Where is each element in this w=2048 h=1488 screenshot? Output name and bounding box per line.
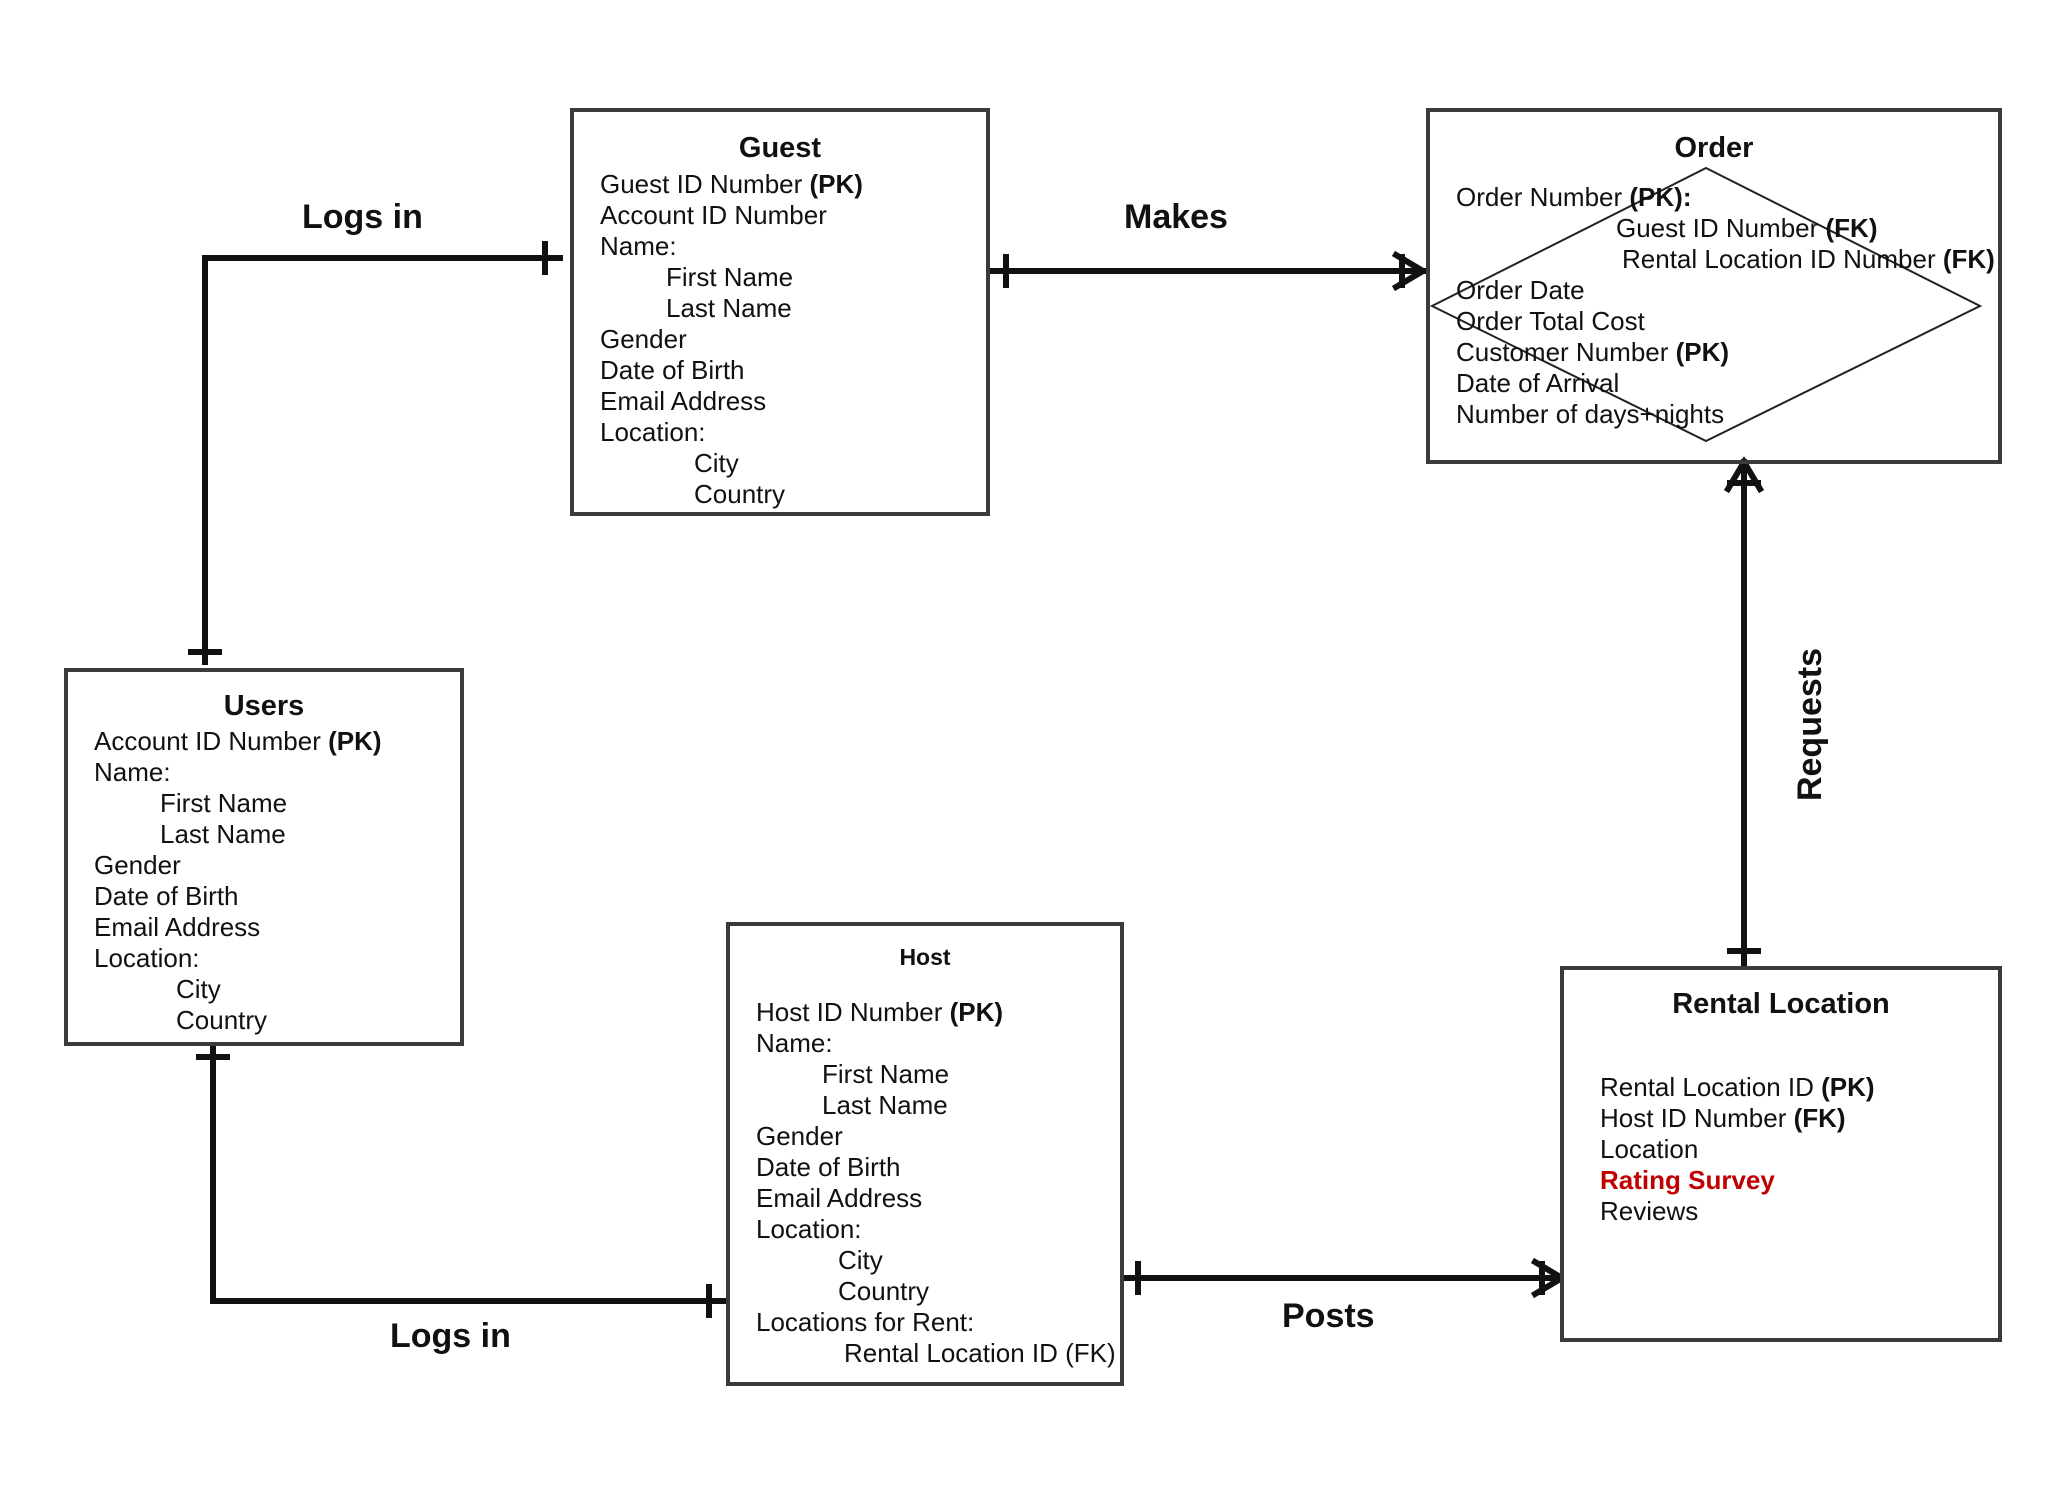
rental-attr-host-id: Host ID Number (FK) [1600, 1103, 1846, 1133]
guest-attr-location: Location: [600, 417, 706, 447]
host-attr-city: City [838, 1245, 883, 1275]
order-attr-order-number: Order Number (PK): [1456, 182, 1692, 212]
host-attr-host-id: Host ID Number (PK) [756, 997, 1004, 1027]
users-attr-dob: Date of Birth [94, 881, 239, 911]
order-attr-rental-location-id: Rental Location ID Number (FK) [1622, 244, 1995, 274]
guest-attr-guest-id: Guest ID Number (PK) [600, 169, 863, 199]
rental-attr-reviews: Reviews [1600, 1196, 1699, 1226]
guest-attr-city: City [694, 448, 739, 478]
order-attr-order-date: Order Date [1456, 275, 1585, 305]
order-attr-arrival-date: Date of Arrival [1456, 368, 1620, 398]
users-attr-first-name: First Name [160, 788, 288, 818]
host-attr-first-name: First Name [822, 1059, 950, 1089]
users-attr-email: Email Address [94, 912, 261, 942]
guest-attr-country: Country [694, 479, 786, 509]
rental-location-title: Rental Location [1672, 988, 1890, 1020]
host-attr-gender: Gender [756, 1121, 843, 1151]
users-attr-city: City [176, 974, 221, 1004]
users-attr-last-name: Last Name [160, 819, 286, 849]
guest-attr-email: Email Address [600, 386, 767, 416]
rental-attr-rental-location-id: Rental Location ID (PK) [1600, 1072, 1875, 1102]
users-attr-gender: Gender [94, 850, 181, 880]
guest-attr-first-name: First Name [666, 262, 794, 292]
guest-attr-last-name: Last Name [666, 293, 792, 323]
host-attr-last-name: Last Name [822, 1090, 948, 1120]
users-attr-location: Location: [94, 943, 200, 973]
host-attr-location: Location: [756, 1214, 862, 1244]
guest-attr-account-id: Account ID Number [600, 200, 827, 230]
relationship-label-guest-order: Makes [1124, 198, 1228, 236]
relationship-label-users-host: Logs in [390, 1317, 511, 1355]
order-attr-total-cost: Order Total Cost [1456, 306, 1645, 336]
order-title: Order [1674, 132, 1754, 164]
guest-title: Guest [738, 132, 822, 164]
rental-location-entity[interactable]: Rental Location Rental Location ID (PK) … [1560, 966, 2002, 1342]
relationship-label-order-rental: Requests [1791, 647, 1830, 802]
order-attr-days-nights: Number of days+nights [1456, 399, 1725, 429]
order-attr-guest-id: Guest ID Number (FK) [1616, 213, 1878, 243]
host-attr-country: Country [838, 1276, 930, 1306]
guest-entity[interactable]: Guest Guest ID Number (PK) Account ID Nu… [570, 108, 990, 516]
users-guest-connector [202, 255, 563, 665]
relationship-label-users-guest: Logs in [302, 198, 423, 236]
users-host-connector [210, 1038, 728, 1304]
host-attr-name: Name: [756, 1028, 833, 1058]
host-attr-email: Email Address [756, 1183, 923, 1213]
host-attr-rental-location-id: Rental Location ID (FK) [844, 1338, 1116, 1368]
users-title: Users [223, 690, 305, 722]
guest-order-crowfoot [1391, 250, 1429, 292]
order-attr-customer-number: Customer Number (PK) [1456, 337, 1730, 367]
users-attr-account-id: Account ID Number (PK) [94, 726, 382, 756]
rental-attr-location: Location [1600, 1134, 1699, 1164]
rental-attr-rating-survey: Rating Survey [1600, 1165, 1775, 1195]
order-diamond-shape [1429, 166, 1983, 443]
host-title: Host [899, 944, 951, 970]
users-attr-name: Name: [94, 757, 171, 787]
guest-attr-gender: Gender [600, 324, 687, 354]
users-attr-country: Country [176, 1005, 268, 1035]
host-attr-dob: Date of Birth [756, 1152, 901, 1182]
host-entity[interactable]: Host Host ID Number (PK) Name: First Nam… [726, 922, 1124, 1386]
guest-attr-name: Name: [600, 231, 677, 261]
order-entity[interactable]: Order Order Number (PK): Guest ID Number… [1426, 108, 2002, 464]
users-entity[interactable]: Users Account ID Number (PK) Name: First… [64, 668, 464, 1046]
guest-attr-dob: Date of Birth [600, 355, 745, 385]
host-attr-locations-for-rent: Locations for Rent: [756, 1307, 975, 1337]
relationship-label-host-rental: Posts [1282, 1297, 1375, 1335]
